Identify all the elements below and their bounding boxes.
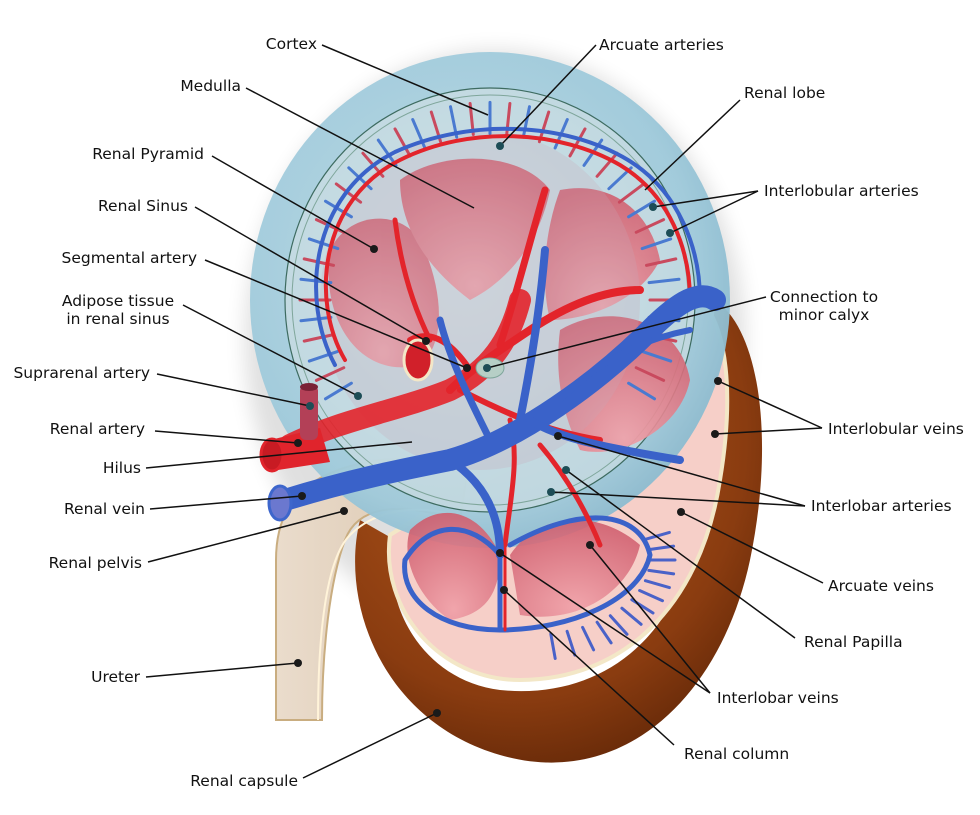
- suprarenal-artery-opening: [300, 383, 318, 391]
- label-renal-artery: Renal artery: [50, 420, 145, 438]
- interlobular-vein: [299, 315, 333, 323]
- label-connection-line1: Connection to: [770, 288, 878, 306]
- interlobular-artery: [393, 127, 412, 158]
- lower-arcuate-vein: [402, 515, 653, 633]
- interlobular-vein: [595, 620, 613, 645]
- renal-artery-dot: [294, 439, 302, 447]
- interlobular-vein: [647, 568, 676, 576]
- adipose-tissue-dot: [354, 392, 362, 400]
- label-renal-vein: Renal vein: [64, 500, 145, 518]
- renal-capsule-shape: [355, 300, 763, 763]
- label-arcuate-veins: Arcuate veins: [828, 577, 934, 595]
- interlobular-vein: [608, 614, 629, 636]
- label-interlobar-arteries: Interlobar arteries: [811, 497, 952, 515]
- interlobular-vein: [638, 589, 664, 603]
- suprarenal-artery-shape: [300, 385, 318, 440]
- interlobular-arteries-dot-2: [666, 229, 674, 237]
- interlobular-veins-dot-2: [711, 430, 719, 438]
- ureter-dot: [294, 659, 302, 667]
- interlobular-vein: [521, 105, 531, 139]
- interlobular-vein: [620, 606, 643, 626]
- renal-capsule-dot: [433, 709, 441, 717]
- interlobular-artery: [314, 366, 346, 382]
- renal-papilla-dot: [562, 466, 570, 474]
- interlobular-vein: [581, 625, 596, 652]
- label-cortex: Cortex: [266, 35, 317, 53]
- interlobular-vein: [376, 138, 398, 167]
- label-adipose-tissue-line1: Adipose tissue: [62, 292, 174, 310]
- label-interlobular-veins: Interlobular veins: [828, 420, 964, 438]
- renal-sinus-dot: [422, 337, 430, 345]
- renal-vein-tree: [274, 246, 726, 559]
- arcuate-artery-arc: [323, 134, 692, 362]
- label-renal-capsule: Renal capsule: [190, 772, 298, 790]
- interlobular-artery: [302, 333, 335, 343]
- interlobular-vein: [627, 199, 656, 219]
- interlobar-veins-dot-2: [496, 549, 504, 557]
- interlobular-vein: [324, 381, 353, 401]
- interlobular-vein: [640, 349, 673, 363]
- renal-artery-tree: [279, 186, 644, 548]
- label-renal-papilla: Renal Papilla: [804, 633, 903, 651]
- suprarenal-artery-dot: [306, 402, 314, 410]
- interlobar-arteries-dot-2: [547, 488, 555, 496]
- label-suprarenal-artery: Suprarenal artery: [13, 364, 150, 382]
- label-renal-column: Renal column: [684, 745, 789, 763]
- label-arcuate-arteries: Arcuate arteries: [599, 36, 724, 54]
- interlobular-artery: [334, 182, 363, 204]
- interlobular-artery: [595, 151, 619, 178]
- interlobular-artery: [568, 127, 587, 158]
- interlobular-vein: [549, 632, 557, 660]
- label-ureter: Ureter: [91, 668, 141, 686]
- interlobular-veins-dot-1: [714, 377, 722, 385]
- interlobular-vein: [565, 629, 577, 657]
- interlobular-arteries-dot-1: [649, 203, 657, 211]
- interlobular-artery: [314, 218, 346, 234]
- leader-lines: [145, 44, 824, 779]
- interlobular-artery: [634, 218, 666, 234]
- label-interlobar-veins: Interlobar veins: [717, 689, 839, 707]
- interlobar-arteries-dot-1: [554, 432, 562, 440]
- label-renal-sinus: Renal Sinus: [98, 197, 188, 215]
- renal-pelvis-dot: [340, 507, 348, 515]
- interlobular-vein: [647, 277, 681, 285]
- segmental-artery-shape: [402, 338, 434, 382]
- label-renal-pyramid: Renal Pyramid: [92, 145, 204, 163]
- arcuate-vein-arc: [314, 126, 702, 367]
- label-interlobular-arteries: Interlobular arteries: [764, 182, 919, 200]
- renal-pyramid-dot: [370, 245, 378, 253]
- interlobar-veins-dot-1: [586, 541, 594, 549]
- interlobular-vein: [627, 381, 656, 401]
- arcuate-arteries-dot: [496, 142, 504, 150]
- medulla-overlay: [320, 130, 640, 470]
- interlobular-vein: [640, 237, 673, 251]
- interlobular-vein: [324, 199, 353, 219]
- label-segmental-artery: Segmental artery: [61, 249, 197, 267]
- label-renal-lobe: Renal lobe: [744, 84, 825, 102]
- interlobular-artery: [634, 366, 666, 382]
- label-connection-line2: minor calyx: [779, 306, 870, 324]
- arcuate-veins-dot: [677, 508, 685, 516]
- connection-minor-calyx-dot: [483, 364, 491, 372]
- label-adipose-tissue-line2: in renal sinus: [66, 310, 169, 328]
- renal-column-dot: [500, 586, 508, 594]
- interlobular-vein: [307, 349, 340, 363]
- segmental-artery-dot: [463, 364, 471, 372]
- label-hilus: Hilus: [103, 459, 141, 477]
- renal-vein-dot: [298, 492, 306, 500]
- interlobular-artery: [617, 182, 646, 204]
- interlobular-vein: [643, 530, 671, 541]
- interlobular-vein: [643, 579, 671, 590]
- label-renal-pelvis: Renal pelvis: [49, 554, 142, 572]
- renal-vein-opening: [267, 484, 293, 522]
- interlobular-artery: [645, 257, 678, 267]
- labels: Cortex Medulla Renal Pyramid Renal Sinus…: [13, 35, 963, 790]
- label-medulla: Medulla: [180, 77, 241, 95]
